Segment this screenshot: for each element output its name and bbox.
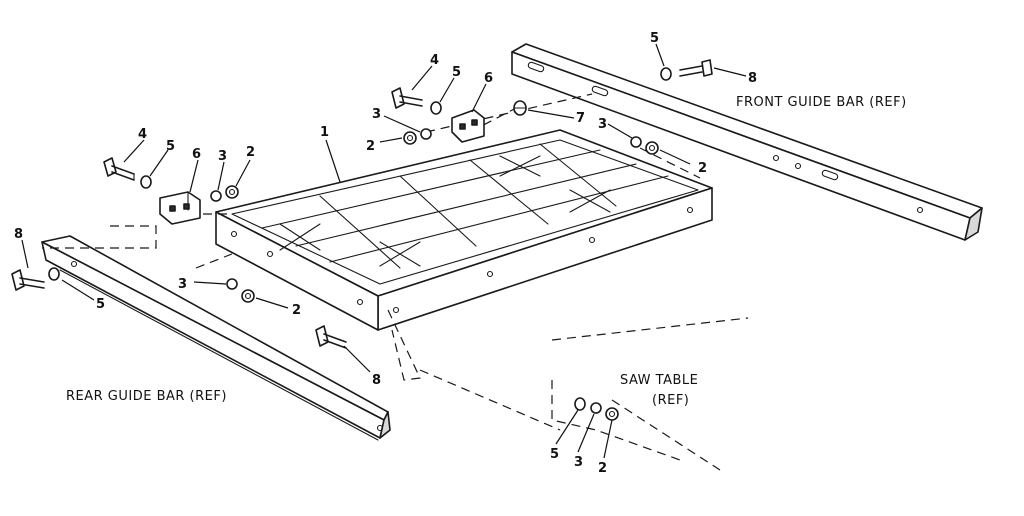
lockwasher-3-right — [630, 136, 642, 148]
callout-5-upper: 5 — [452, 65, 461, 80]
rear-guide-bar-label: REAR GUIDE BAR (REF) — [66, 389, 227, 404]
extension-frame — [215, 129, 713, 331]
bolt-4-upper — [391, 87, 423, 109]
saw-table-label: SAW TABLE — [620, 373, 698, 388]
upper-center-hardware — [391, 87, 527, 145]
left-hardware-group — [103, 157, 239, 225]
bolt-8-center — [315, 325, 347, 349]
callout-5-front: 5 — [650, 31, 659, 46]
callout-2-mid: 2 — [292, 303, 301, 318]
bolt-8-rear — [11, 267, 60, 291]
callout-2-left: 2 — [246, 145, 255, 160]
rear-guide-bar — [41, 235, 391, 441]
nut-2-upper — [403, 131, 417, 145]
front-guide-bar-label: FRONT GUIDE BAR (REF) — [736, 95, 907, 110]
callout-2-upper: 2 — [366, 139, 375, 154]
lockwasher-3-mid — [226, 278, 238, 290]
callout-4-left: 4 — [138, 127, 147, 142]
bracket-6-left — [159, 191, 201, 225]
callout-5-rear: 5 — [96, 297, 105, 312]
lockwasher-3-table — [590, 402, 602, 414]
callout-8-center: 8 — [372, 373, 381, 388]
left-front-hardware — [226, 278, 255, 303]
saw-table-hardware — [574, 397, 619, 421]
nut-2-left — [225, 185, 239, 199]
callout-numbers: 1 4 5 6 3 2 4 5 6 3 2 7 3 2 5 8 8 5 3 2 … — [14, 31, 757, 476]
bracket-6-upper — [451, 109, 485, 143]
callout-3-mid: 3 — [178, 277, 187, 292]
assembly-lines — [42, 93, 749, 471]
front-bar-hardware — [660, 59, 713, 81]
washer-5-table — [574, 397, 586, 411]
callout-8-front: 8 — [748, 71, 757, 86]
callout-4-upper: 4 — [430, 53, 439, 68]
callout-2-table: 2 — [598, 461, 607, 476]
right-frame-hardware — [630, 136, 659, 155]
callout-3-table: 3 — [574, 455, 583, 470]
callout-3-left: 3 — [218, 149, 227, 164]
nut-2-right — [645, 141, 659, 155]
front-guide-bar — [511, 43, 983, 241]
callout-7: 7 — [576, 111, 585, 126]
callout-5-table: 5 — [550, 447, 559, 462]
callout-3-right: 3 — [598, 117, 607, 132]
spacer-7 — [513, 100, 527, 116]
washer-5-upper — [430, 101, 442, 115]
lockwasher-3-upper — [420, 128, 432, 140]
washer-5-front — [660, 67, 672, 81]
callout-2-right: 2 — [698, 161, 707, 176]
callout-3-upper: 3 — [372, 107, 381, 122]
bolt-4-left — [103, 157, 135, 181]
nut-2-mid — [241, 289, 255, 303]
lockwasher-3-left — [210, 190, 222, 202]
leader-lines — [21, 43, 747, 459]
washer-5-left — [140, 175, 152, 189]
callout-6-left: 6 — [192, 147, 201, 162]
nut-2-table — [605, 407, 619, 421]
callout-6-upper: 6 — [484, 71, 493, 86]
callout-1: 1 — [320, 125, 329, 140]
callout-8-rear: 8 — [14, 227, 23, 242]
saw-table-ref-label: (REF) — [652, 393, 689, 408]
callout-5-left: 5 — [166, 139, 175, 154]
